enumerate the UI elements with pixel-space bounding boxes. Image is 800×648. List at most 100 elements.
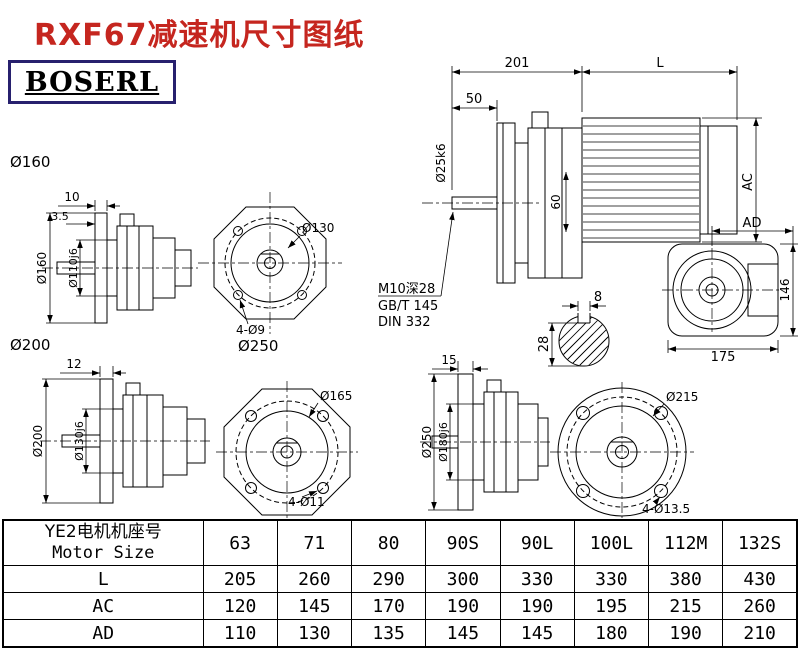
front165-view: Ø165 4-Ø11 (216, 381, 358, 520)
group-label-160: Ø160 (10, 153, 50, 171)
flange-outline (223, 388, 351, 516)
value-cell: 210 (722, 619, 798, 648)
motor-size-col: 112M (647, 519, 724, 566)
dim-label-key-height: 28 (537, 336, 552, 353)
dim-label-holes-4d11: 4-Ø11 (288, 495, 325, 509)
motor-size-col: 63 (202, 519, 278, 566)
dim-label-d215: Ø215 (666, 390, 698, 404)
ad-side-view: AD 146 175 (662, 216, 798, 365)
dim-label-12: 12 (66, 357, 81, 371)
dim-label-AC: AC (741, 173, 756, 191)
motor-size-header-cn: YE2电机机座号 (44, 522, 162, 542)
dim-label-d250: Ø250 (420, 426, 434, 458)
value-cell: 190 (647, 619, 724, 648)
dim-label-10: 10 (64, 190, 79, 204)
brand-logo: BOSERL (8, 60, 176, 104)
value-cell: 190 (425, 592, 501, 620)
dim-label-d200: Ø200 (31, 425, 45, 457)
value-cell: 190 (499, 592, 575, 620)
bolt-hole (576, 406, 590, 420)
keyway-mask (578, 312, 590, 323)
value-cell: 215 (647, 592, 724, 620)
dim-label-15: 15 (441, 353, 456, 367)
note-din-standard: DIN 332 (378, 315, 431, 330)
note-tap-hole: M10深28 (378, 282, 435, 297)
dim-label-d160: Ø160 (35, 252, 49, 284)
value-cell: 145 (499, 619, 575, 648)
value-cell: 430 (722, 565, 798, 593)
motor-size-col: 90S (425, 519, 501, 566)
housing-lug (125, 382, 141, 396)
dim-label-holes-4d9: 4-Ø9 (236, 323, 265, 337)
dim-label-d130: Ø130 (302, 221, 334, 235)
flange-outline (213, 206, 327, 320)
dim-label-60: 60 (549, 194, 563, 209)
dim-label-AD: AD (743, 216, 762, 231)
dim-label-50: 50 (466, 92, 483, 107)
main-view-dimensions: 201 L 50 Ø25k6 60 AC M10深28 GB/T 145 DIN… (378, 56, 762, 330)
value-cell: 110 (202, 619, 278, 648)
main-assembly-view (422, 111, 738, 284)
dim-label-d180j6: Ø180j6 (437, 422, 450, 462)
dim-label-key-width: 8 (594, 290, 602, 305)
dim-label-201: 201 (505, 56, 530, 71)
flange160-side-view: 10 3.5 Ø160 Ø110j6 (35, 190, 198, 324)
value-cell: 135 (350, 619, 427, 648)
dim-label-3-5: 3.5 (51, 210, 69, 223)
bolt-hole (233, 226, 243, 236)
value-cell: 205 (202, 565, 278, 593)
value-cell: 195 (573, 592, 650, 620)
note-gb-standard: GB/T 145 (378, 299, 438, 314)
page-title: RXF67减速机尺寸图纸 (34, 18, 365, 53)
shaft-key-section: 8 28 (537, 290, 610, 367)
motor-size-col: 71 (276, 519, 353, 566)
front215-view: Ø215 4-Ø13.5 (550, 382, 698, 518)
flange200-side-view: 12 Ø200 Ø130j6 (31, 357, 210, 504)
dim-label-d130j6: Ø130j6 (73, 421, 86, 461)
value-cell: 130 (276, 619, 353, 648)
dimension-table: YE2电机机座号 Motor Size 63 71 80 90S 90L 100… (2, 519, 798, 648)
motor-size-col: 100L (573, 519, 650, 566)
lifting-lug (531, 111, 549, 129)
dim-label-holes-4d135: 4-Ø13.5 (642, 502, 690, 516)
value-cell: 260 (276, 565, 353, 593)
dim-label-146: 146 (778, 279, 792, 302)
value-cell: 145 (425, 619, 501, 648)
motor-size-header-cell: YE2电机机座号 Motor Size (2, 519, 204, 566)
motor-size-col: 132S (722, 519, 798, 566)
dim-label-d165: Ø165 (320, 389, 352, 403)
fan-cover (699, 125, 738, 235)
motor-size-header-en: Motor Size (52, 543, 155, 563)
value-cell: 170 (350, 592, 427, 620)
value-cell: 145 (276, 592, 353, 620)
motor-size-col: 90L (499, 519, 575, 566)
value-cell: 300 (425, 565, 501, 593)
dim-label-shaft-dia: Ø25k6 (434, 143, 448, 182)
motor-body (581, 117, 701, 243)
table-header-row: YE2电机机座号 Motor Size 63 71 80 90S 90L 100… (2, 519, 798, 566)
row-label: AC (2, 592, 204, 620)
row-label: L (2, 565, 204, 593)
table-row-AD: AD 110 130 135 145 145 180 190 210 (2, 619, 798, 648)
housing-lug (486, 379, 502, 393)
dim-label-d110j6: Ø110j6 (67, 248, 80, 288)
group-label-200: Ø200 (10, 336, 50, 354)
value-cell: 330 (499, 565, 575, 593)
group-label-250: Ø250 (238, 337, 278, 355)
technical-drawing: 201 L 50 Ø25k6 60 AC M10深28 GB/T 145 DIN… (10, 56, 798, 520)
motor-fins (583, 125, 699, 239)
bolt-hole (245, 410, 257, 422)
flange250-side-view: 15 Ø250 Ø180j6 (420, 353, 550, 511)
value-cell: 330 (573, 565, 650, 593)
motor-size-col: 80 (350, 519, 427, 566)
value-cell: 290 (350, 565, 427, 593)
dim-label-L: L (656, 56, 664, 71)
value-cell: 120 (202, 592, 278, 620)
brand-logo-text: BOSERL (24, 66, 160, 98)
row-label: AD (2, 619, 204, 648)
value-cell: 180 (573, 619, 650, 648)
value-cell: 260 (722, 592, 798, 620)
housing-lug (119, 213, 135, 227)
dim-label-175: 175 (711, 350, 736, 365)
table-row-L: L 205 260 290 300 330 330 380 430 (2, 565, 798, 593)
